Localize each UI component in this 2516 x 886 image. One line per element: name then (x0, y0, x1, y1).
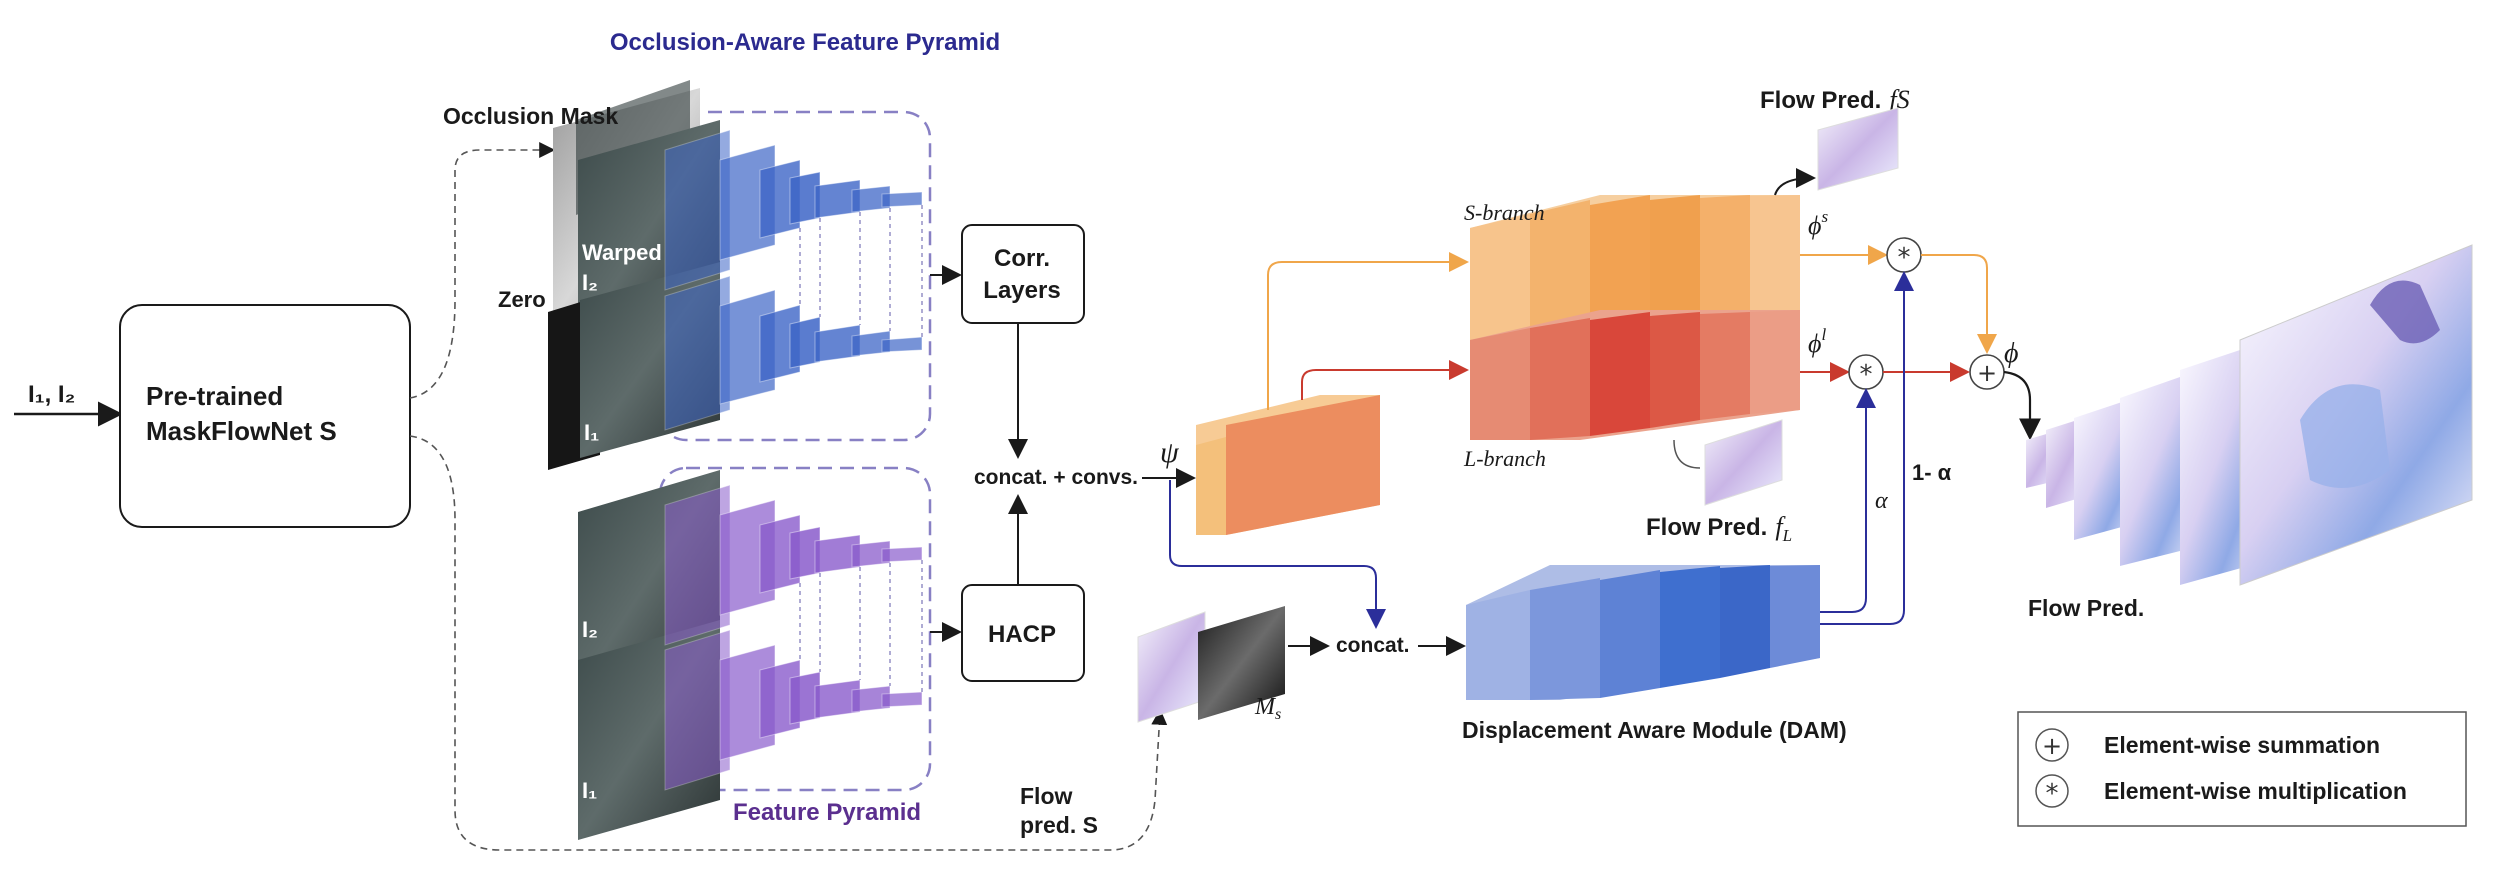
dam-block (1466, 565, 1820, 700)
s-branch-blocks (1470, 195, 1800, 345)
occlusion-aware-pyramid-title: Occlusion-Aware Feature Pyramid (610, 29, 1000, 56)
sum-node: + (1969, 354, 2005, 390)
one-minus-alpha-arrow (1820, 271, 1914, 625)
hacp-label: HACP (988, 621, 1056, 648)
warped-i2-label: I₂ (582, 270, 598, 295)
ms-label: Ms (1254, 694, 1281, 723)
occlusion-aware-feature-pyramid: Occlusion Mask Warped I₂ Zero I₁ (443, 80, 932, 470)
legend: + Element-wise summation * Element-wise … (2017, 711, 2467, 827)
l-branch-label: L-branch (1463, 446, 1546, 471)
pyramid-i2-label: I₂ (582, 617, 598, 642)
legend-multiplication-label: Element-wise multiplication (2104, 778, 2407, 804)
flow-pred-s-images: Ms (1137, 606, 1285, 723)
concat-convs-label: concat. + convs. (974, 466, 1138, 489)
alpha-label: α (1875, 488, 1888, 514)
feature-pyramid-title: Feature Pyramid (733, 799, 921, 826)
i2-feature-blocks (664, 484, 923, 646)
svg-text:+: + (2042, 732, 2062, 760)
psi-to-s-branch-arrow (1267, 252, 1469, 410)
warped-feature-blocks (664, 129, 923, 291)
svg-text:*: * (1898, 243, 1911, 273)
multiply-node-l: * (1848, 354, 1884, 390)
occ-i1-label: I₁ (584, 420, 599, 445)
one-minus-alpha-label: 1- α (1912, 460, 1952, 485)
pyramid-i1-label: I₁ (582, 778, 597, 803)
svg-text:*: * (2046, 779, 2059, 809)
legend-summation-label: Element-wise summation (2104, 732, 2380, 758)
psi-symbol: ψ (1160, 436, 1180, 469)
legend-summation-icon: + (2035, 728, 2069, 762)
corr-line2: Layers (983, 277, 1060, 304)
pretrained-line2: MaskFlowNet S (146, 416, 337, 446)
psi-to-concat-arrow (1169, 480, 1386, 629)
legend-multiplication-icon: * (2035, 774, 2069, 809)
s-branch-label: S-branch (1464, 200, 1545, 225)
zero-label: Zero (498, 287, 546, 312)
svg-text:+: + (1977, 359, 1997, 387)
phi-l-symbol: ϕl (1808, 325, 1826, 358)
feature-pyramid: I₂ I₁ (578, 466, 932, 840)
flow-pred-s-line2: pred. S (1020, 812, 1098, 838)
flow-pred-s-line1: Flow (1020, 783, 1072, 809)
corr-line1: Corr. (994, 245, 1050, 272)
phi-symbol: ϕ (2004, 338, 2019, 369)
flow-pred-fs-label: Flow Pred.fS (1760, 85, 1910, 114)
svg-text:*: * (1860, 360, 1873, 390)
warped-label: Warped (582, 240, 662, 265)
final-flow-prediction-stack (2026, 244, 2473, 586)
flow-pred-fs-image (1817, 107, 1899, 191)
occlusion-mask-label: Occlusion Mask (443, 103, 618, 129)
alpha-arrow (1820, 388, 1876, 613)
i1-bottom-feature-blocks (664, 629, 923, 791)
dam-label: Displacement Aware Module (DAM) (1462, 717, 1847, 743)
corr-layers-box: Corr. Layers (961, 224, 1085, 324)
pretrained-maskflownet-box: Pre-trained MaskFlowNet S (119, 304, 411, 528)
psi-to-l-branch-arrow (1301, 360, 1469, 400)
phi-to-flow-arrow (2003, 370, 2041, 441)
pretrained-line1: Pre-trained (146, 381, 283, 411)
i1-feature-blocks (664, 275, 923, 431)
input-label: I₁, I₂ (28, 381, 75, 408)
to-occlusion-mask-connector (409, 142, 556, 399)
multiply-node-s: * (1886, 237, 1922, 273)
l-branch-blocks (1470, 310, 1800, 440)
flow-pred-final-label: Flow Pred. (2028, 595, 2144, 621)
flow-pred-fl-label: Flow Pred.fL (1646, 512, 1792, 545)
phi-s-symbol: ϕs (1808, 207, 1828, 240)
hacp-box: HACP (961, 584, 1085, 682)
flow-pred-fl-image (1704, 419, 1783, 506)
concat-label: concat. (1336, 634, 1410, 657)
psi-feature-block (1196, 395, 1380, 535)
